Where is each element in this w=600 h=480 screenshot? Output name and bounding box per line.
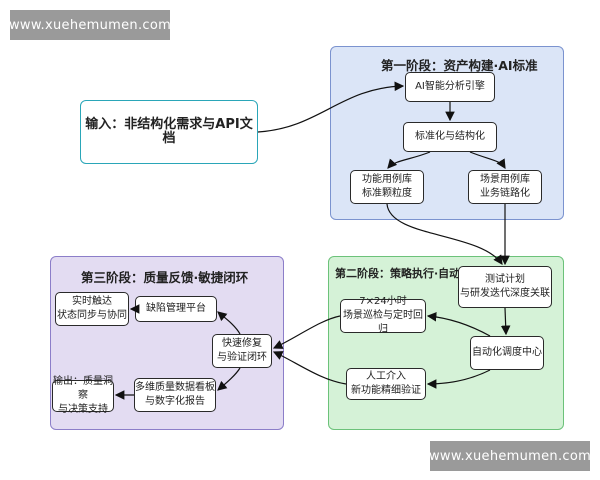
manual-node: 人工介入 新功能精细验证 — [346, 368, 426, 400]
standardize-label: 标准化与结构化 — [415, 131, 485, 142]
quality-output-line2: 与决策支持 — [58, 404, 108, 415]
arrow-fix-to-defect — [217, 311, 241, 335]
quality-output-line1: 输出：质量洞察 — [53, 376, 113, 401]
manual-line1: 人工介入 — [366, 371, 406, 382]
ai-engine-node: AI智能分析引擎 — [405, 72, 495, 102]
patrol-line1: 7×24小时 — [359, 296, 407, 307]
patrol-node: 7×24小时 场景巡检与定时回归 — [340, 296, 426, 335]
fix-verify-line1: 快速修复 — [222, 338, 262, 349]
function-case-line2: 标准颗粒度 — [362, 188, 412, 199]
ai-engine-label: AI智能分析引擎 — [415, 81, 485, 92]
arrow-input-to-ai — [257, 81, 405, 133]
quality-output-node: 输出：质量洞察 与决策支持 — [52, 376, 114, 415]
dashboard-line1: 多维质量数据看板 — [135, 382, 215, 393]
function-case-node: 功能用例库 标准颗粒度 — [350, 170, 424, 204]
function-case-line1: 功能用例库 — [362, 174, 412, 185]
test-plan-node: 测试计划 与研发迭代深度关联 — [458, 266, 552, 308]
manual-line2: 新功能精细验证 — [351, 385, 421, 396]
realtime-sync-line1: 实时触达 — [72, 296, 112, 307]
arrow-manual-to-fix — [272, 351, 347, 385]
defect-platform-label: 缺陷管理平台 — [146, 303, 206, 314]
patrol-line2: 场景巡检与定时回归 — [343, 310, 423, 335]
realtime-sync-line2: 状态同步与协同 — [57, 310, 127, 321]
test-plan-line1: 测试计划 — [485, 274, 525, 285]
arrow-scheduler-to-patrol — [426, 311, 491, 337]
scene-case-line2: 业务链路化 — [480, 188, 530, 199]
fix-verify-line2: 与验证闭环 — [217, 352, 267, 363]
scheduler-node: 自动化调度中心 — [470, 336, 544, 370]
input-node-label: 输入：非结构化需求与API文档 — [85, 117, 253, 146]
watermark-top: www.xuehemumen.com — [9, 10, 171, 40]
input-node: 输入：非结构化需求与API文档 — [80, 100, 258, 164]
dashboard-node: 多维质量数据看板 与数字化报告 — [134, 378, 216, 412]
scene-case-node: 场景用例库 业务链路化 — [468, 170, 542, 204]
arrow-plan-to-scheduler — [500, 307, 511, 336]
arrow-standardize-to-scene — [469, 151, 506, 170]
arrow-fix-to-dashboard — [217, 367, 241, 391]
arrow-function-to-plan — [386, 203, 503, 265]
watermark-bottom: www.xuehemumen.com — [429, 441, 591, 471]
stage3-title: 第三阶段：质量反馈·敏捷闭环 — [81, 270, 249, 285]
scheduler-label: 自动化调度中心 — [472, 347, 542, 358]
stage2-title: 第二阶段：策略执行·自动化 — [335, 267, 472, 280]
scene-case-line1: 场景用例库 — [480, 174, 530, 185]
realtime-sync-node: 实时触达 状态同步与协同 — [55, 292, 129, 326]
arrow-patrol-to-fix — [272, 315, 341, 349]
stage1-title: 第一阶段：资产构建·AI标准 — [381, 58, 538, 73]
arrow-standardize-to-function — [387, 151, 431, 169]
arrow-scheduler-to-manual — [426, 369, 491, 389]
standardize-node: 标准化与结构化 — [403, 122, 497, 152]
test-plan-line2: 与研发迭代深度关联 — [460, 288, 550, 299]
fix-verify-node: 快速修复 与验证闭环 — [212, 334, 272, 368]
dashboard-line2: 与数字化报告 — [145, 396, 205, 407]
